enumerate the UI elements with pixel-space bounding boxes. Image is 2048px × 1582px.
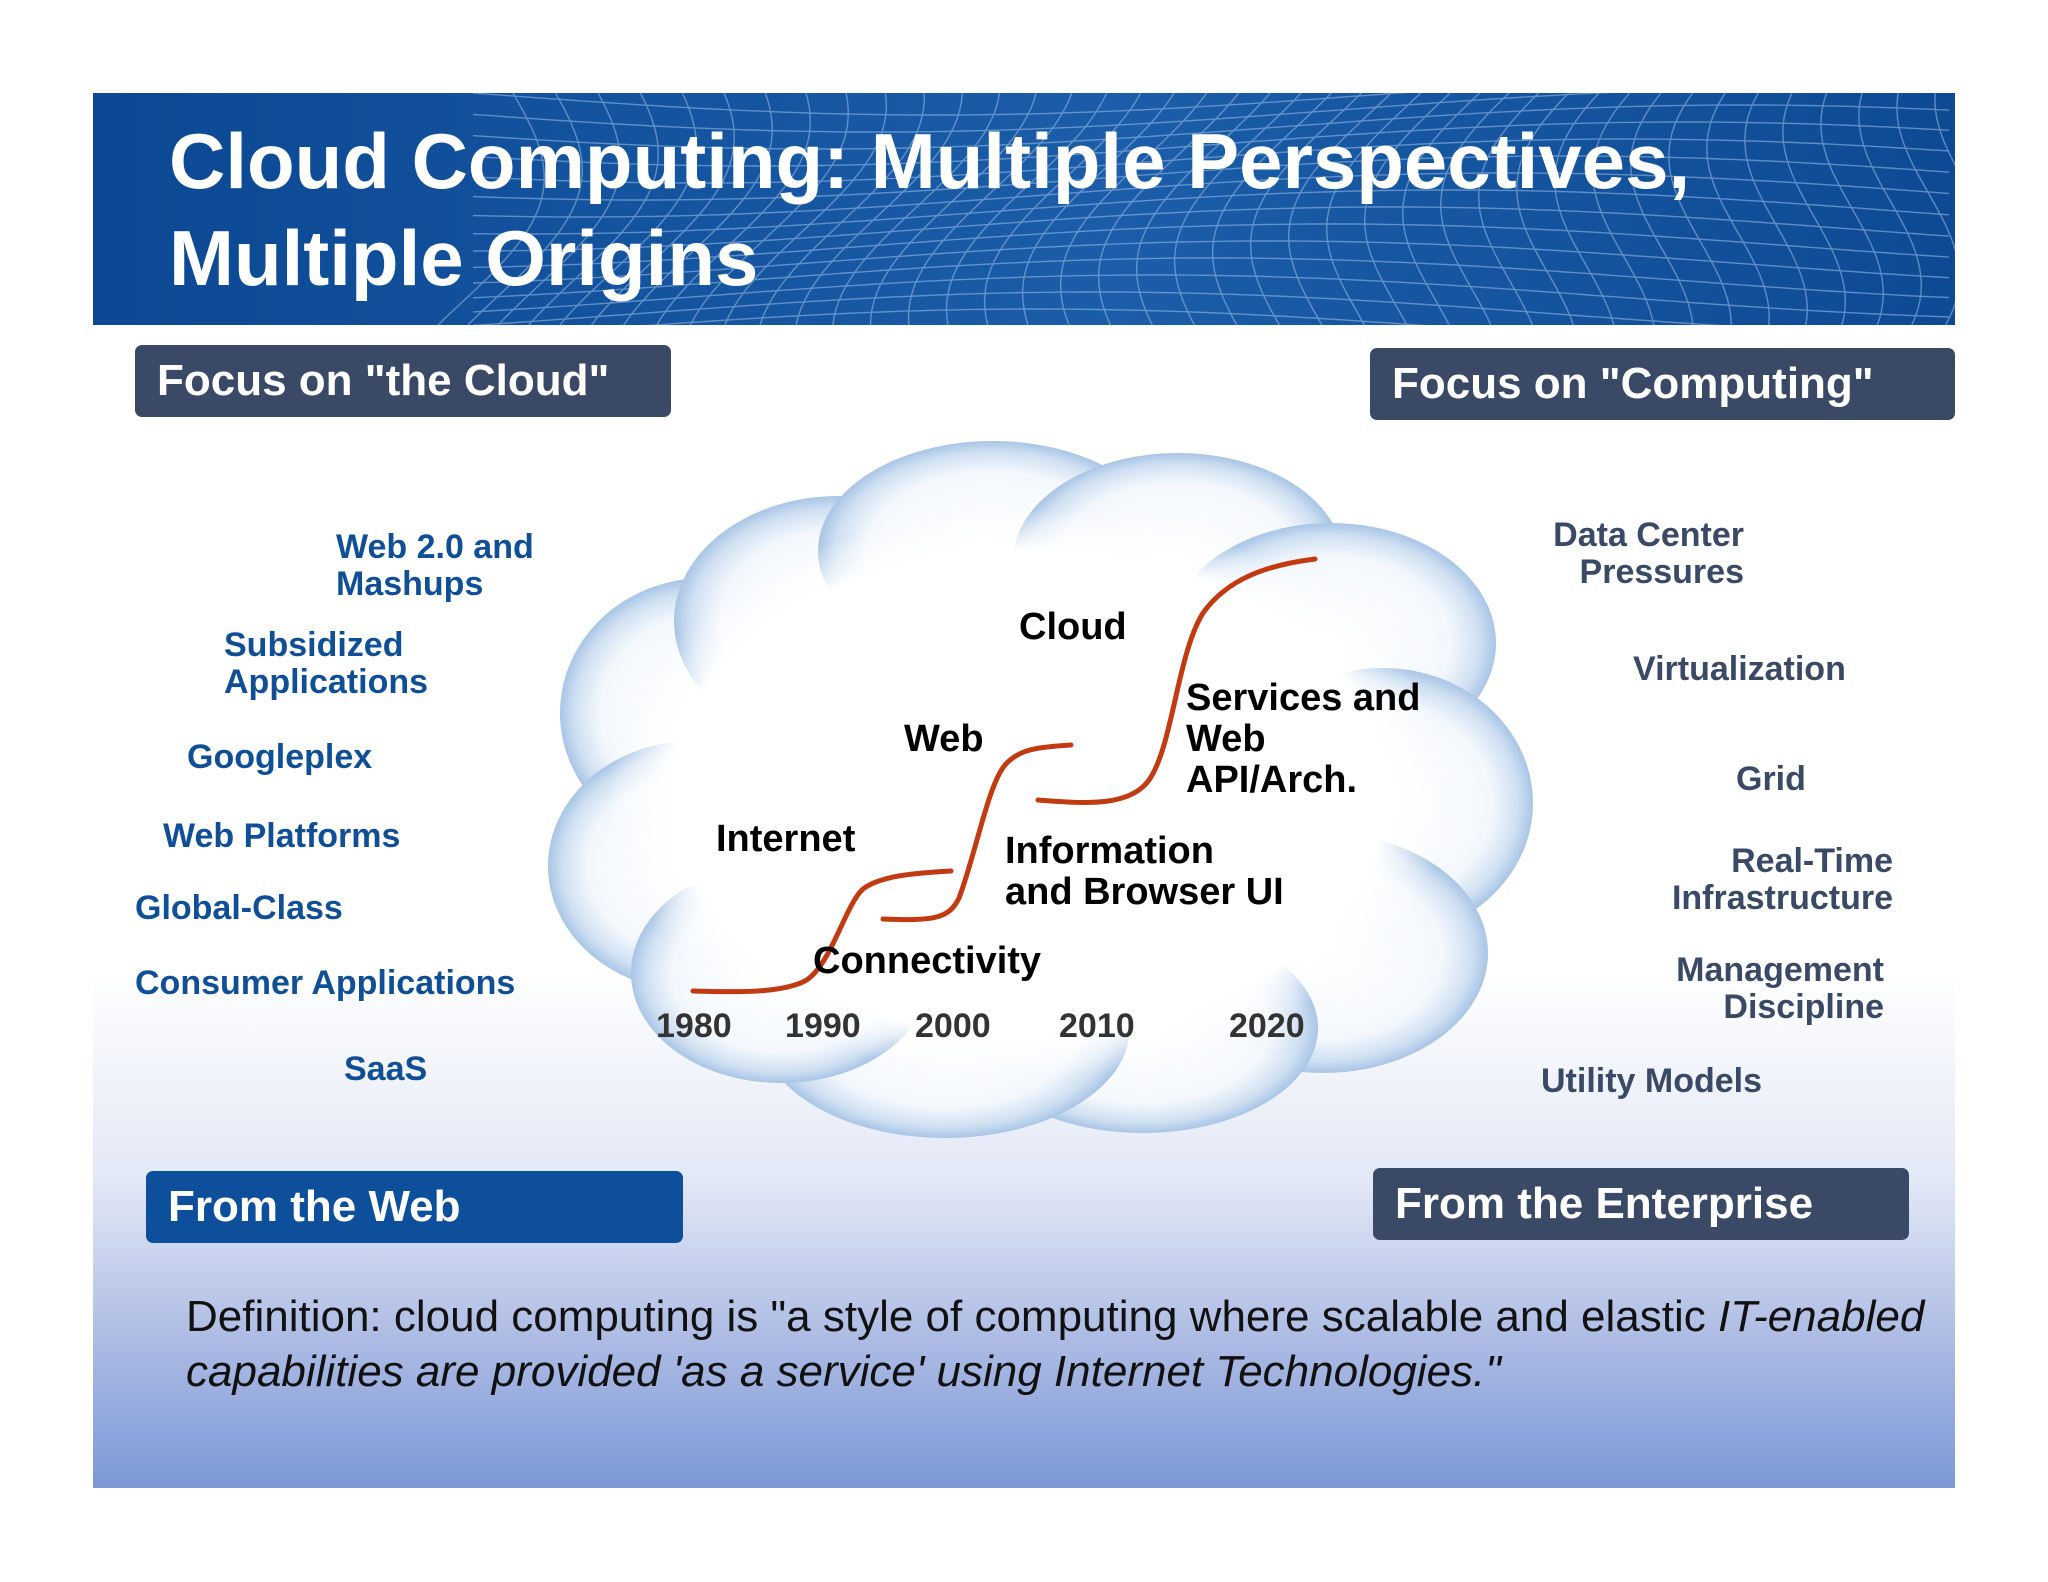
curve-cloud: [1035, 556, 1318, 805]
web-item-web-platforms: Web Platforms: [163, 817, 401, 855]
year-label: 1990: [785, 1007, 861, 1045]
stage-information-line-2: and Browser UI: [1005, 871, 1284, 913]
curve-web: [880, 742, 1074, 923]
stage-services-line-1: Services and: [1186, 677, 1421, 719]
year-label: 2000: [915, 1007, 991, 1045]
web-item-line: Mashups: [336, 565, 484, 603]
enterprise-item-utility-models: Utility Models: [1541, 1062, 1763, 1100]
stage-services-label: Services and Web API/Arch.: [1186, 678, 1420, 801]
stage-information-line-1: Information: [1005, 830, 1214, 872]
stage-services-line-2: Web: [1186, 718, 1266, 760]
stage-information-label: Information and Browser UI: [1005, 831, 1284, 913]
focus-computing-label: Focus on "Computing": [1370, 348, 1955, 420]
cloud-shape: [548, 441, 1533, 1138]
cloud-diagram: [548, 441, 1533, 1138]
from-web-label: From the Web: [146, 1171, 683, 1243]
web-item-line: Applications: [224, 663, 429, 701]
year-label: 1980: [656, 1007, 732, 1045]
slide: Cloud Computing: Multiple Perspectives, …: [93, 93, 1955, 1488]
web-item-saas: SaaS: [344, 1050, 428, 1088]
enterprise-item-grid: Grid: [1736, 760, 1806, 798]
web-item-subsidized: Subsidized Applications: [224, 627, 428, 701]
header-banner: Cloud Computing: Multiple Perspectives, …: [93, 93, 1955, 325]
stage-cloud-label: Cloud: [1019, 606, 1127, 648]
web-item-global-class: Global-Class: [135, 889, 343, 927]
title-line-1: Cloud Computing: Multiple Perspectives,: [169, 117, 1691, 205]
stage-services-line-3: API/Arch.: [1186, 759, 1358, 801]
web-item-googleplex: Googleplex: [187, 738, 373, 776]
page-title: Cloud Computing: Multiple Perspectives, …: [169, 113, 1690, 307]
enterprise-item-data-center: Data Center Pressures: [1553, 517, 1744, 591]
web-item-line: Web 2.0 and: [336, 528, 534, 566]
web-item-web20: Web 2.0 and Mashups: [336, 529, 534, 603]
stage-internet-label: Internet: [716, 818, 856, 860]
focus-cloud-label: Focus on "the Cloud": [135, 345, 671, 417]
enterprise-item-line: Data Center: [1553, 516, 1744, 554]
enterprise-item-management: Management Discipline: [1676, 952, 1884, 1026]
definition-text: Definition: cloud computing is "a style …: [186, 1289, 1946, 1399]
definition-plain: Definition: cloud computing is "a style …: [186, 1292, 1718, 1341]
enterprise-item-line: Real-Time: [1731, 842, 1893, 880]
enterprise-item-line: Infrastructure: [1671, 879, 1893, 917]
web-item-consumer-apps: Consumer Applications: [135, 964, 516, 1002]
enterprise-item-virtualization: Virtualization: [1633, 650, 1846, 688]
curve-internet: [690, 868, 954, 995]
adoption-curves: [690, 556, 1318, 995]
enterprise-item-line: Pressures: [1579, 553, 1744, 591]
grid-mesh-decoration: [93, 93, 1955, 325]
stage-web-label: Web: [904, 718, 984, 760]
year-label: 2020: [1229, 1007, 1305, 1045]
year-label: 2010: [1059, 1007, 1135, 1045]
enterprise-item-line: Management: [1676, 951, 1884, 989]
definition-italic: IT-enabled capabilities are provided 'as…: [186, 1292, 1925, 1396]
web-item-line: Subsidized: [224, 626, 404, 664]
from-enterprise-label: From the Enterprise: [1373, 1168, 1909, 1240]
title-line-2: Multiple Origins: [169, 214, 759, 302]
stage-connectivity-label: Connectivity: [813, 940, 1042, 982]
enterprise-item-line: Discipline: [1723, 988, 1884, 1026]
enterprise-item-real-time: Real-Time Infrastructure: [1672, 843, 1893, 917]
